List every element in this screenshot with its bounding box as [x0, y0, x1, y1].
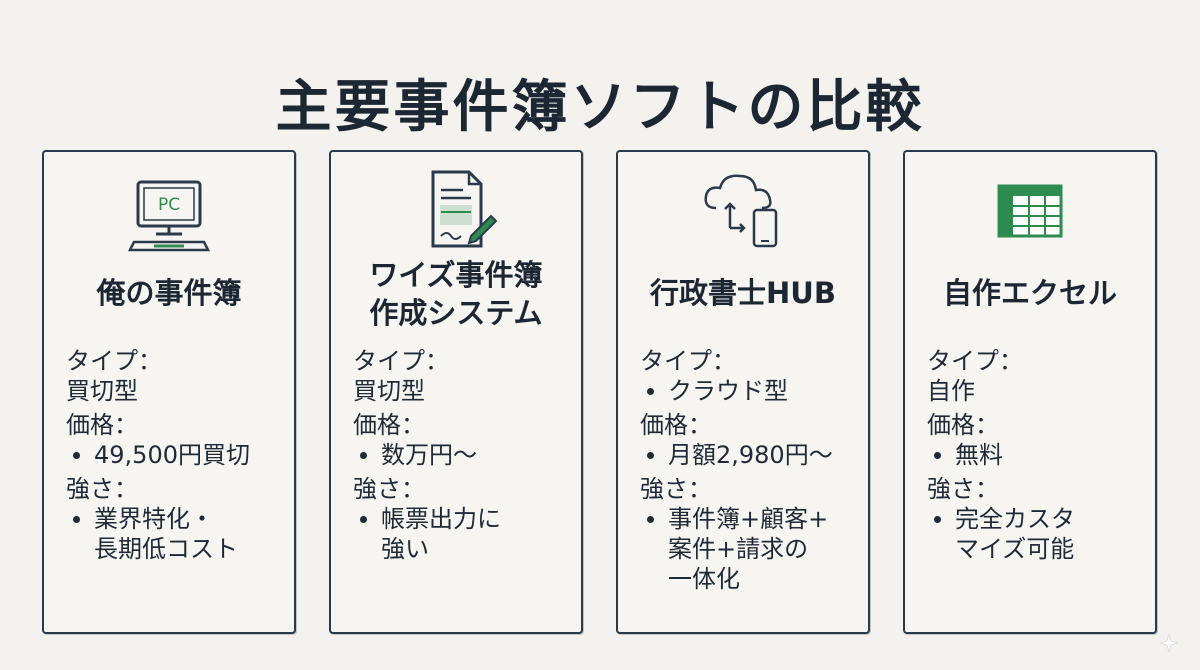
- type-label: タイプ：: [353, 347, 449, 375]
- card-gyoseishoshi-hub: 行政書士HUB タイプ： クラウド型 価格： 月額2,980円〜 強さ： 事件簿…: [616, 150, 870, 634]
- type-value: クラウド型: [640, 376, 860, 406]
- type-value: 買切型: [353, 377, 425, 405]
- price-value: 月額2,980円〜: [640, 440, 860, 470]
- card-details: タイプ： 自作 価格： 無料 強さ： 完全カスタ マイズ可能: [927, 342, 1147, 564]
- type-label: タイプ：: [66, 347, 162, 375]
- sparkle-icon: [1160, 634, 1178, 652]
- strength-line: マイズ可能: [955, 535, 1075, 563]
- price-value: 49,500円買切: [66, 440, 286, 470]
- type-label: タイプ：: [640, 347, 736, 375]
- card-name: 行政書士HUB: [650, 276, 836, 310]
- document-pen-icon: [431, 170, 498, 248]
- strength-line: 一体化: [668, 565, 740, 593]
- page-title: 主要事件簿ソフトの比較: [275, 75, 925, 140]
- card-details: タイプ： クラウド型 価格： 月額2,980円〜 強さ： 事件簿+顧客+ 案件+…: [640, 342, 860, 594]
- type-value: 買切型: [66, 377, 138, 405]
- pc-monitor-icon: PC: [127, 180, 211, 252]
- pc-label: PC: [158, 195, 180, 215]
- strength-label: 強さ：: [927, 475, 999, 503]
- card-details: タイプ： 買切型 価格： 数万円〜 強さ： 帳票出力に 強い: [353, 342, 573, 564]
- strength-label: 強さ：: [640, 475, 712, 503]
- type-label: タイプ：: [927, 347, 1023, 375]
- card-name: 俺の事件簿: [96, 276, 242, 310]
- price-label: 価格：: [640, 411, 712, 439]
- card-ore-no-jikenbo: PC 俺の事件簿 タイプ： 買切型 価格： 49,500円買切 強さ： 業界特化…: [42, 150, 296, 634]
- card-name: 自作エクセル: [942, 276, 1117, 310]
- card-details: タイプ： 買切型 価格： 49,500円買切 強さ： 業界特化・ 長期低コスト: [66, 342, 286, 564]
- card-wise-jikenbo: ワイズ事件簿 作成システム タイプ： 買切型 価格： 数万円〜 強さ： 帳票出力…: [329, 150, 583, 634]
- cloud-phone-icon: [704, 174, 778, 248]
- strength-line: 長期低コスト: [94, 535, 238, 563]
- spreadsheet-icon: [997, 184, 1063, 238]
- strength-label: 強さ：: [353, 475, 425, 503]
- type-value: 自作: [927, 377, 975, 405]
- strength-line: 完全カスタ: [927, 504, 1147, 534]
- price-label: 価格：: [353, 411, 425, 439]
- price-value: 数万円〜: [353, 440, 573, 470]
- strength-label: 強さ：: [66, 475, 138, 503]
- strength-line: 業界特化・: [66, 504, 286, 534]
- price-value: 無料: [927, 440, 1147, 470]
- strength-line: 帳票出力に: [353, 504, 573, 534]
- strength-line: 案件+請求の: [668, 535, 809, 563]
- price-label: 価格：: [927, 411, 999, 439]
- price-label: 価格：: [66, 411, 138, 439]
- card-jisaku-excel: 自作エクセル タイプ： 自作 価格： 無料 強さ： 完全カスタ マイズ可能: [903, 150, 1157, 634]
- strength-line: 強い: [381, 535, 429, 563]
- card-name: ワイズ事件簿 作成システム: [369, 258, 543, 330]
- strength-line: 事件簿+顧客+: [640, 504, 860, 534]
